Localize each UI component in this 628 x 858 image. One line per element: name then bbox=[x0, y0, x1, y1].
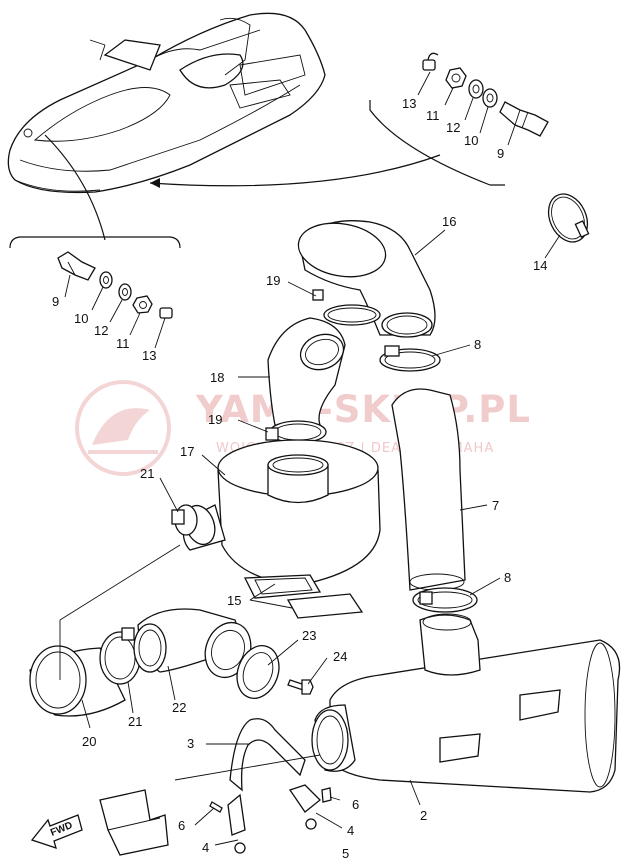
callout-18: 18 bbox=[210, 370, 224, 385]
callout-9: 9 bbox=[497, 146, 504, 161]
callout-23: 23 bbox=[302, 628, 316, 643]
clamp-21-lower bbox=[99, 627, 141, 685]
callout-11: 11 bbox=[116, 336, 130, 351]
hose-clamp-14 bbox=[547, 193, 590, 243]
callout-4: 4 bbox=[202, 840, 209, 855]
fwd-arrow-icon bbox=[30, 814, 83, 850]
clamp-19-upper bbox=[312, 289, 381, 326]
callout-9: 9 bbox=[52, 294, 59, 309]
callout-7: 7 bbox=[492, 498, 499, 513]
clamp-8-lower bbox=[412, 587, 478, 613]
callout-21: 21 bbox=[128, 714, 142, 729]
callout-17: 17 bbox=[180, 444, 194, 459]
callout-10: 10 bbox=[74, 311, 88, 326]
callout-8: 8 bbox=[474, 337, 481, 352]
callout-13: 13 bbox=[402, 96, 416, 111]
gasket-23 bbox=[236, 645, 280, 699]
pads-15 bbox=[243, 574, 364, 619]
water-lock-17 bbox=[182, 439, 381, 586]
callout-19: 19 bbox=[208, 412, 222, 427]
callout-4: 4 bbox=[347, 823, 354, 838]
fittings-top-right bbox=[422, 52, 549, 137]
strap-3 bbox=[229, 718, 306, 792]
watercraft-illustration bbox=[7, 12, 326, 194]
callout-15: 15 bbox=[227, 593, 241, 608]
bracket-4-right bbox=[288, 784, 332, 830]
callout-3: 3 bbox=[187, 736, 194, 751]
elbow-pipe-16 bbox=[297, 220, 436, 338]
callout-labels: 13 11 12 10 9 9 10 12 11 13 14 16 19 8 1… bbox=[52, 96, 547, 858]
callout-19: 19 bbox=[266, 273, 280, 288]
callout-2: 2 bbox=[420, 808, 427, 823]
callout-22: 22 bbox=[172, 700, 186, 715]
callout-12: 12 bbox=[94, 323, 108, 338]
watermark-title: YAMA-SKLEP.PL bbox=[196, 388, 531, 431]
callout-21: 21 bbox=[140, 466, 154, 481]
bracket-4-left bbox=[209, 793, 246, 854]
callout-12: 12 bbox=[446, 120, 460, 135]
callout-20: 20 bbox=[82, 734, 96, 749]
bolt-24 bbox=[287, 679, 314, 695]
muffler-2 bbox=[311, 613, 621, 793]
cover-bottom bbox=[99, 789, 169, 856]
fittings-bottom-left bbox=[57, 251, 173, 319]
callout-5: 5 bbox=[342, 846, 349, 858]
leader-lines bbox=[59, 71, 561, 846]
callout-6: 6 bbox=[178, 818, 185, 833]
callout-10: 10 bbox=[464, 133, 478, 148]
elbow-pipe-18 bbox=[267, 317, 346, 426]
callout-24: 24 bbox=[333, 649, 347, 664]
callout-13: 13 bbox=[142, 348, 156, 363]
hose-7 bbox=[391, 388, 466, 591]
callout-14: 14 bbox=[533, 258, 547, 273]
clamp-21-upper bbox=[171, 504, 198, 536]
callout-16: 16 bbox=[442, 214, 456, 229]
clamp-8-upper bbox=[379, 345, 441, 372]
callout-11: 11 bbox=[426, 108, 440, 123]
callout-8: 8 bbox=[504, 570, 511, 585]
callout-6: 6 bbox=[352, 797, 359, 812]
